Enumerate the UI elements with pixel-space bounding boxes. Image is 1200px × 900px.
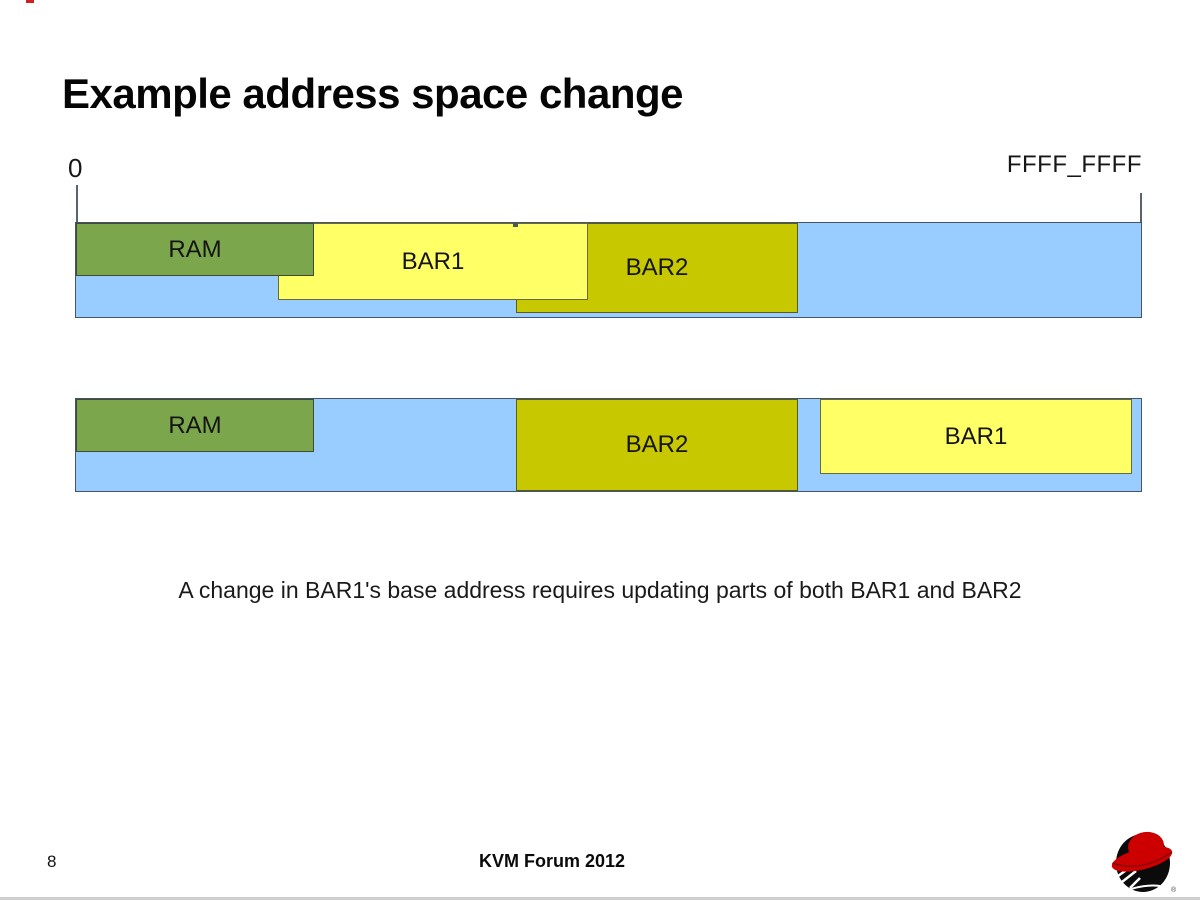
before-bar2-label: BAR2 bbox=[625, 254, 689, 281]
address-space-bar-before: BAR2 BAR1 RAM bbox=[75, 222, 1142, 318]
slide-title: Example address space change bbox=[62, 70, 683, 117]
slide-bottom-edge bbox=[0, 897, 1200, 900]
redhat-logo-svg: ® bbox=[1111, 831, 1177, 894]
address-axis-end-label: FFFF_FFFF bbox=[1006, 151, 1142, 178]
page-number: 8 bbox=[47, 852, 57, 871]
redhat-shadowman-logo: ® bbox=[1106, 826, 1180, 896]
address-axis-start-label: 0 bbox=[68, 153, 83, 183]
scan-artifact-speck bbox=[26, 0, 34, 3]
after-bar1-label: BAR1 bbox=[944, 422, 1008, 450]
footer-text: KVM Forum 2012 bbox=[478, 851, 626, 871]
before-ram-label: RAM bbox=[168, 235, 222, 263]
after-bar2-block: BAR2 bbox=[516, 399, 798, 491]
before-bar1-label: BAR1 bbox=[401, 247, 465, 275]
address-space-bar-after: RAM BAR2 BAR1 bbox=[75, 398, 1142, 492]
bar2-start-tick-artifact bbox=[513, 223, 518, 227]
axis-tick-max bbox=[1140, 193, 1142, 222]
axis-tick-zero bbox=[76, 185, 78, 222]
after-ram-label: RAM bbox=[168, 411, 222, 439]
after-bar2-label: BAR2 bbox=[625, 431, 689, 458]
registered-trademark-mark: ® bbox=[1171, 886, 1177, 894]
slide-caption: A change in BAR1's base address requires… bbox=[178, 577, 1022, 603]
before-ram-block: RAM bbox=[76, 223, 314, 276]
after-bar1-block: BAR1 bbox=[820, 399, 1132, 474]
before-bar1-block: BAR1 bbox=[278, 223, 588, 300]
after-ram-block: RAM bbox=[76, 399, 314, 452]
